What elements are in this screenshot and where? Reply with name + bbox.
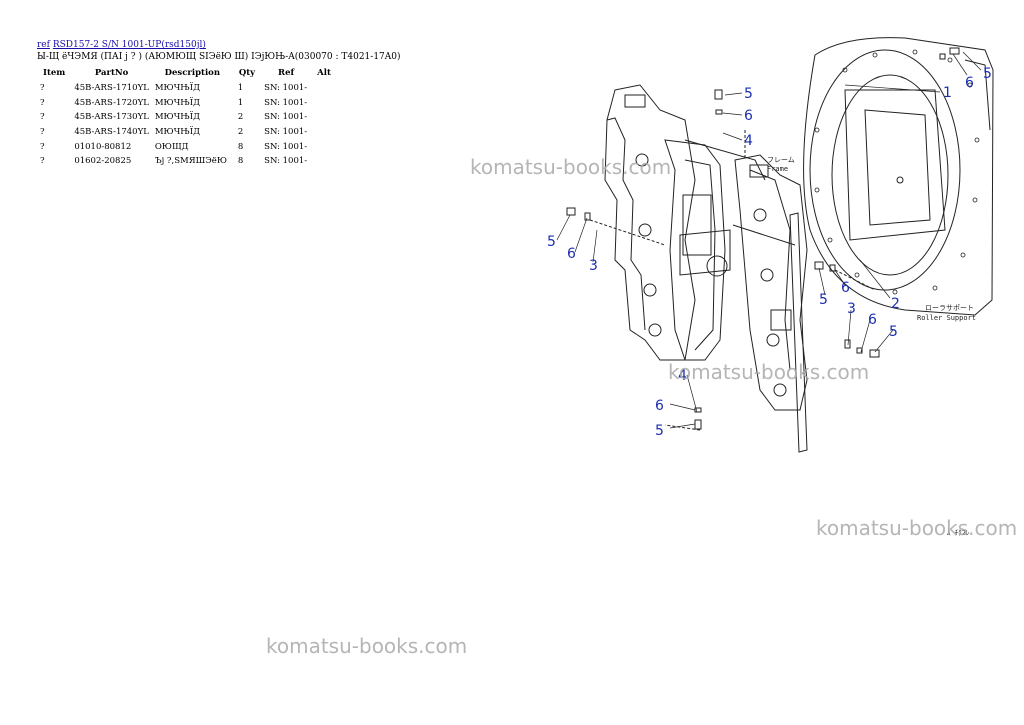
header-partno: PartNo [94,67,129,78]
cell-qty: 1 [237,97,244,108]
cell-item: ? [40,156,45,167]
watermark-4: komatsu-books.com [266,634,468,658]
callout-5-top: 5 [744,86,753,102]
callout-3-left: 3 [589,258,598,274]
header-item: Item [43,67,66,78]
cell-item: ? [40,141,45,152]
table-row: ? 45B-ARS-1720YL МЮЧЊЇД 1 SN: 1001- [37,96,337,111]
watermark-3: komatsu-books.com [816,516,1018,540]
callout-4-top: 4 [744,133,753,149]
callout-3-mid: 3 [847,301,856,317]
cell-item: ? [40,83,45,94]
callout-6-bottom: 6 [655,398,664,414]
side-plate-left [604,84,696,361]
frame-middle [664,139,766,361]
cell-description: МЮЧЊЇД [154,97,201,108]
cell-partno: 45B-ARS-1710YL [74,83,149,94]
callout-numbers: 5 6 4 5 6 3 1 6 5 5 6 2 3 6 5 4 6 5 [547,66,992,439]
cell-ref: SN: 1001- [264,112,308,123]
cell-ref: SN: 1001- [264,141,308,152]
cell-ref: SN: 1001- [264,97,308,108]
callout-6-left: 6 [567,246,576,262]
cell-partno: 45B-ARS-1720YL [74,97,149,108]
table-header-row: Item PartNo Description Qty Ref Alt [37,66,337,81]
bolts-washers [566,47,960,431]
cell-item: ? [40,112,45,123]
cell-item: ? [40,97,45,108]
cell-partno: 01602-20825 [74,156,132,167]
cell-partno: 45B-ARS-1730YL [74,112,149,123]
label-frame-en: Frame [767,165,788,173]
cell-partno: 45B-ARS-1740YL [74,127,149,138]
table-row: ? 45B-ARS-1730YL МЮЧЊЇД 2 SN: 1001- [37,110,337,125]
callout-5-ring: 5 [983,66,992,82]
watermark-2: komatsu-books.com [668,360,870,384]
cell-ref: SN: 1001- [264,83,308,94]
cell-alt [311,154,337,169]
cell-ref: SN: 1001- [264,156,308,167]
cell-qty: 8 [237,141,244,152]
leader-lines [556,51,982,429]
callout-5-bottom: 5 [655,423,664,439]
label-corner-code: ﾑ ﾁｸ2ﾚ [947,529,970,537]
watermark-1: komatsu-books.com [470,155,672,179]
cell-alt [311,125,337,140]
cell-description: ОЮЩД [154,141,189,152]
callout-2: 2 [891,296,900,312]
roller-support-ring [803,37,994,316]
header-description: Description [164,67,221,78]
callout-6-top: 6 [744,108,753,124]
cell-description: МЮЧЊЇД [154,127,201,138]
breadcrumb: ref RSD157-2 S/N 1001-UP(rsd150jl) [37,40,206,51]
cell-partno: 01010-80812 [74,141,132,152]
cell-qty: 2 [237,112,244,123]
callout-5-low: 5 [889,324,898,340]
cell-qty: 1 [237,83,244,94]
cell-alt [311,96,337,111]
parts-diagram: 5 6 4 5 6 3 1 6 5 5 6 2 3 6 5 4 6 5 フレーム… [547,37,994,537]
header-ref: Ref [278,67,295,78]
page-subtitle: Ы-Щ ёЧЭМЯ (ПАІ j ? ) (АЮМЮЩ ЅIЭёЮ Ш) IЭј… [37,52,401,62]
table-row: ? 01602-20825 Ъј ?,ЅМЯШЭёЮ 8 SN: 1001- [37,154,337,169]
table-row: ? 01010-80812 ОЮЩД 8 SN: 1001- [37,139,337,154]
callout-5-left: 5 [547,234,556,250]
header-qty: Qty [238,67,256,78]
callout-6-ring: 6 [965,75,974,91]
cell-qty: 2 [237,127,244,138]
parts-table: Item PartNo Description Qty Ref Alt ? 45… [37,66,337,169]
table-row: ? 45B-ARS-1710YL МЮЧЊЇД 1 SN: 1001- [37,81,337,96]
label-roller-support-en: Roller Support [917,314,976,322]
cell-ref: SN: 1001- [264,127,308,138]
callout-4-bottom: 4 [678,368,687,384]
side-plate-right [732,154,808,411]
callout-6-low: 6 [868,312,877,328]
model-link[interactable]: RSD157-2 S/N 1001-UP(rsd150jl) [52,40,206,50]
label-frame-jp: フレーム [767,156,795,164]
cell-description: МЮЧЊЇД [154,83,201,94]
callout-5-mid: 5 [819,292,828,308]
strap-plate [770,212,808,453]
cell-alt [311,81,337,96]
cell-alt [311,139,337,154]
callout-6-mid: 6 [841,280,850,296]
cell-item: ? [40,127,45,138]
cell-qty: 8 [237,156,244,167]
ref-link[interactable]: ref [37,40,50,50]
header-alt: Alt [317,67,331,78]
cell-description: МЮЧЊЇД [154,112,201,123]
label-roller-support-jp: ローラサポート [925,304,974,312]
cell-description: Ъј ?,ЅМЯШЭёЮ [154,156,227,167]
table-row: ? 45B-ARS-1740YL МЮЧЊЇД 2 SN: 1001- [37,125,337,140]
cell-alt [311,110,337,125]
callout-1: 1 [943,85,952,101]
